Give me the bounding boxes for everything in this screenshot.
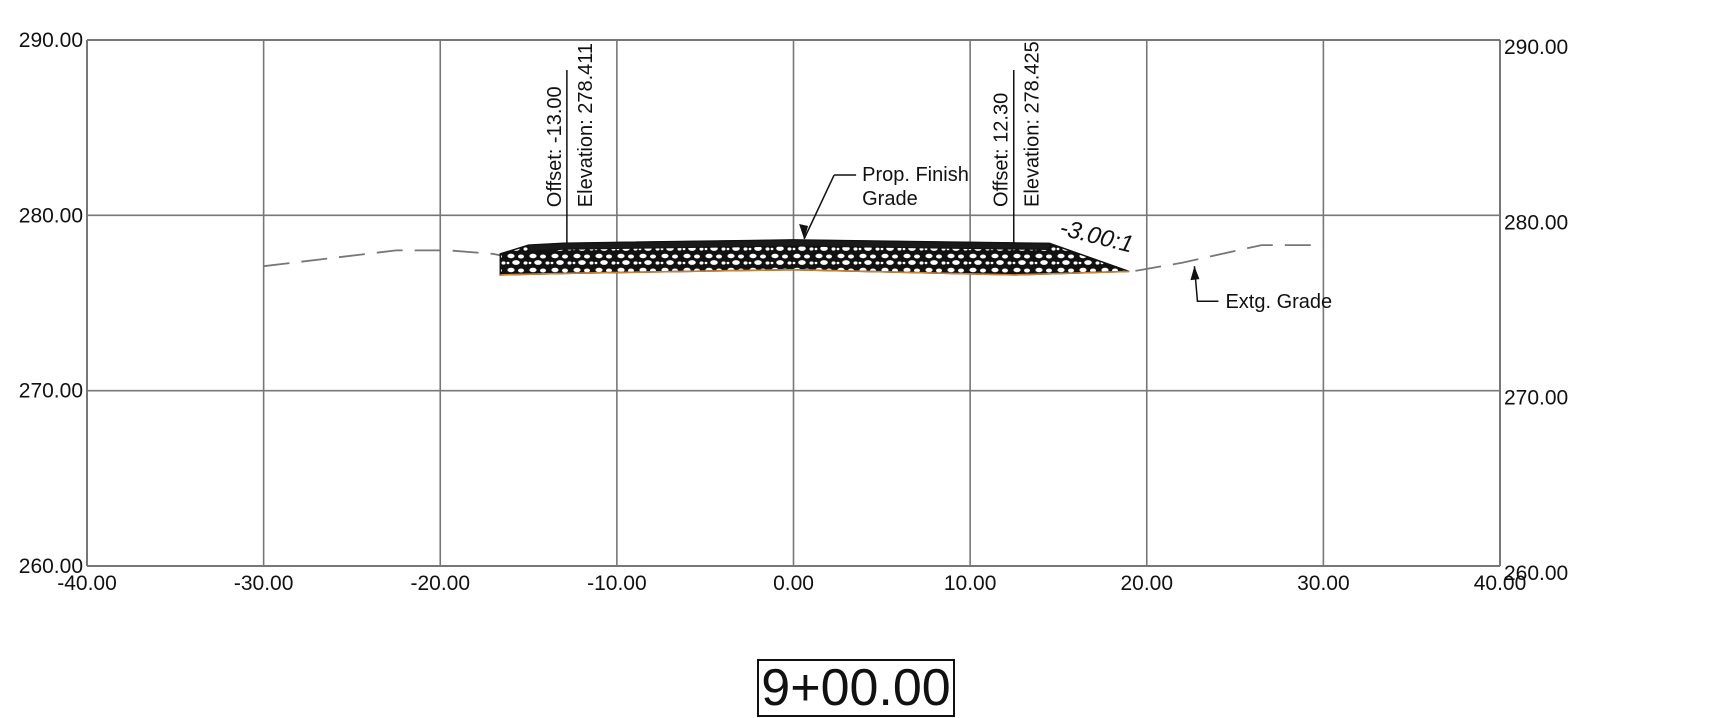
subgrade-line (500, 268, 1130, 276)
elevation-label: Elevation: 278.411 (575, 43, 597, 207)
existing-grade-label: Extg. Grade (1225, 291, 1332, 313)
x-tick-label: 30.00 (1297, 572, 1350, 595)
elevation-label: Elevation: 278.425 (1022, 41, 1044, 207)
existing-grade-line (263, 244, 1324, 273)
prop-finish-grade-callout: Prop. Finish Grade (799, 164, 969, 240)
y-tick-label-left: 290.00 (19, 29, 83, 52)
prop-finish-grade-arrowhead (799, 224, 809, 240)
offset-label: Offset: -13.00 (544, 86, 566, 207)
y-tick-label-left: 260.00 (19, 555, 83, 578)
x-tick-label: -10.00 (587, 572, 647, 595)
grid (86, 39, 1501, 567)
x-tick-label: -40.00 (57, 572, 117, 595)
existing-grade-arrowhead (1190, 266, 1200, 281)
existing-grade-leader (1193, 266, 1219, 302)
offset-label: Offset: 12.30 (991, 93, 1013, 207)
y-axis-left: 290.00 280.00 270.00 260.00 (19, 29, 83, 578)
prop-finish-grade-label-line1: Prop. Finish (862, 164, 969, 186)
station-label: 9+00.00 (757, 659, 955, 717)
existing-grade-callout: Extg. Grade (1190, 266, 1332, 313)
prop-finish-grade-label-line2: Grade (862, 188, 918, 210)
y-tick-label-right: 290.00 (1504, 36, 1568, 59)
prop-finish-grade-leader (803, 174, 835, 240)
x-tick-label: 0.00 (773, 572, 814, 595)
y-axis-right: 290.00 280.00 270.00 260.00 (1504, 36, 1568, 585)
y-tick-label-right: 260.00 (1504, 562, 1568, 585)
y-tick-label-left: 270.00 (19, 380, 83, 403)
y-tick-label-right: 280.00 (1504, 211, 1568, 234)
x-tick-label: 10.00 (944, 572, 997, 595)
x-tick-label: 20.00 (1120, 572, 1173, 595)
x-tick-label: -20.00 (410, 572, 470, 595)
y-tick-label-right: 270.00 (1504, 387, 1568, 410)
x-tick-label: -30.00 (234, 572, 294, 595)
y-tick-label-left: 280.00 (19, 204, 83, 227)
pavement-layer (528, 239, 1051, 252)
x-tick-label: 40.00 (1474, 572, 1527, 595)
offset-elevation-annotations: Offset: -13.00 Elevation: 278.411 Offset: … (544, 41, 1044, 244)
x-axis: -40.00 -30.00 -20.00 -10.00 0.00 10.00 20.00 30… (57, 572, 1526, 595)
